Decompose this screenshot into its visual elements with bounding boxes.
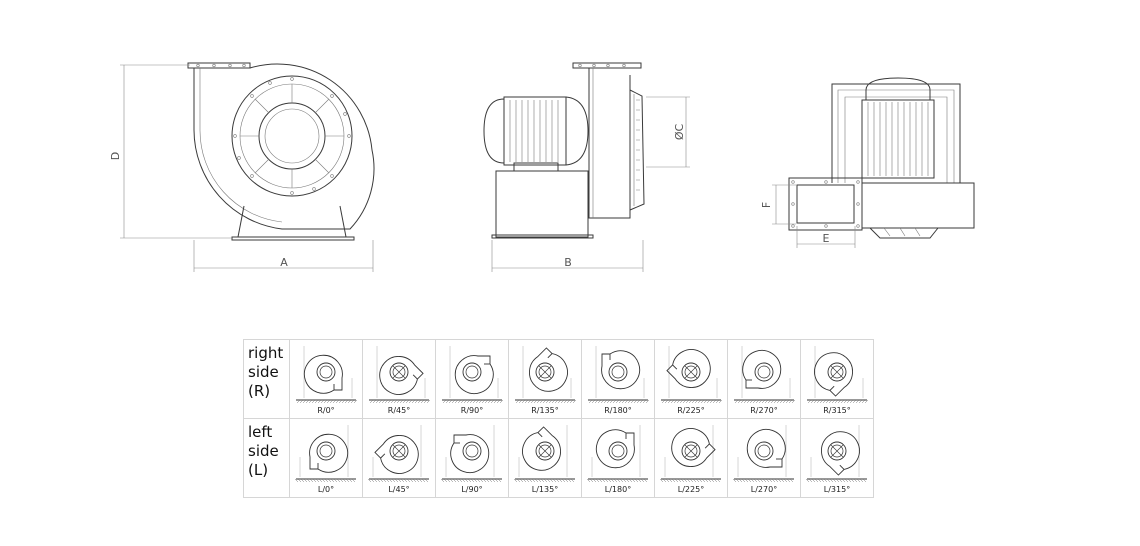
fan-orientation-icon: L/225° bbox=[659, 425, 721, 494]
fan-orientation-icon: R/90° bbox=[442, 346, 504, 415]
dim-a-label: A bbox=[280, 256, 288, 269]
fan-orientation-icon: L/180° bbox=[586, 425, 648, 494]
orientation-caption: R/180° bbox=[604, 406, 632, 415]
orientation-caption: R/135° bbox=[531, 406, 559, 415]
fan-orientation-icon: R/225° bbox=[661, 346, 723, 415]
orientation-cell: R/315° bbox=[800, 339, 874, 419]
orientation-caption: L/270° bbox=[751, 485, 777, 494]
side-label-line: side bbox=[248, 363, 279, 381]
dim-d-label: D bbox=[109, 152, 122, 160]
fan-orientation-icon: R/270° bbox=[734, 346, 796, 415]
orientation-cell: R/225° bbox=[654, 339, 728, 419]
fan-orientation-icon: R/0° bbox=[296, 346, 358, 415]
fan-orientation-icon: R/180° bbox=[588, 346, 650, 415]
top-view bbox=[788, 77, 975, 239]
orientation-caption: L/45° bbox=[388, 485, 409, 494]
dim-c-label: ØC bbox=[673, 124, 686, 141]
orientation-caption: L/0° bbox=[318, 485, 334, 494]
orientation-caption: L/90° bbox=[461, 485, 482, 494]
orientation-cell: L/180° bbox=[581, 418, 655, 498]
orientation-cell: L/315° bbox=[800, 418, 874, 498]
orientation-caption: L/315° bbox=[824, 485, 850, 494]
orientation-caption: R/45° bbox=[388, 406, 410, 415]
fan-orientation-icon: R/315° bbox=[807, 346, 869, 415]
fan-orientation-icon: L/0° bbox=[294, 425, 356, 494]
orientation-caption: L/135° bbox=[532, 485, 558, 494]
orientation-caption: R/315° bbox=[823, 406, 851, 415]
orientation-cell: R/180° bbox=[581, 339, 655, 419]
orientation-caption: R/90° bbox=[461, 406, 483, 415]
fan-orientation-icon: L/90° bbox=[440, 425, 502, 494]
side-label-line: side bbox=[248, 442, 279, 460]
orientation-cell: L/0° bbox=[289, 418, 363, 498]
dim-b-label: B bbox=[564, 256, 572, 269]
orientation-cell: L/90° bbox=[435, 418, 509, 498]
orientation-caption: L/225° bbox=[678, 485, 704, 494]
fan-orientation-icon: L/45° bbox=[367, 425, 429, 494]
fan-orientation-icon: R/135° bbox=[515, 346, 577, 415]
orientation-cell: L/225° bbox=[654, 418, 728, 498]
orientation-cell: R/45° bbox=[362, 339, 436, 419]
side-view bbox=[483, 62, 645, 239]
fan-orientation-icon: L/315° bbox=[805, 425, 867, 494]
dim-e-label: E bbox=[823, 232, 830, 245]
fan-orientation-icon: R/45° bbox=[369, 346, 431, 415]
orientation-caption: R/270° bbox=[750, 406, 778, 415]
orientation-caption: R/0° bbox=[317, 406, 334, 415]
fan-orientation-icon: L/135° bbox=[513, 425, 575, 494]
orientation-caption: L/180° bbox=[605, 485, 631, 494]
orientation-cell: R/0° bbox=[289, 339, 363, 419]
side-label-line: (R) bbox=[248, 382, 271, 400]
side-label-line: right bbox=[248, 344, 284, 362]
side-label-line: (L) bbox=[248, 461, 269, 479]
front-view bbox=[187, 62, 375, 241]
orientation-cell: L/135° bbox=[508, 418, 582, 498]
orientation-cell: R/270° bbox=[727, 339, 801, 419]
side-label-line: left bbox=[248, 423, 273, 441]
orientation-caption: R/225° bbox=[677, 406, 705, 415]
orientation-cell: R/90° bbox=[435, 339, 509, 419]
dim-f-label: F bbox=[760, 202, 773, 208]
orientation-cell: L/45° bbox=[362, 418, 436, 498]
orientation-cell: L/270° bbox=[727, 418, 801, 498]
fan-orientation-icon: L/270° bbox=[732, 425, 794, 494]
orientation-cell: R/135° bbox=[508, 339, 582, 419]
